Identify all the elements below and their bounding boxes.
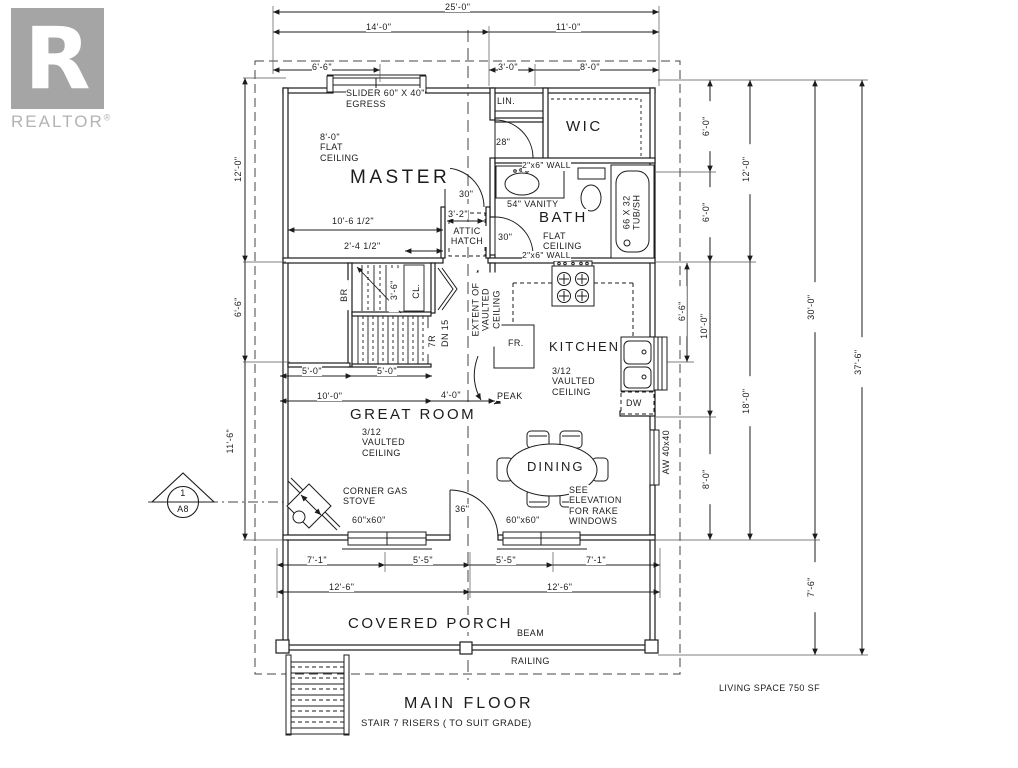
corner-gas-stove-icon: [286, 477, 341, 531]
note-wall-bath: 2"x6" WALL: [522, 250, 571, 261]
dim-master-offset: 2'-4 1/2": [344, 241, 381, 252]
dim-bottom-b: 5'-5": [413, 555, 433, 566]
dim-right-g: 30'-0": [805, 282, 817, 333]
note-corner-stove: CORNER GAS STOVE: [343, 486, 408, 507]
room-label-bath: BATH: [539, 209, 588, 227]
door-bath-label: 30": [498, 232, 513, 243]
note-window-right: 60"x60": [506, 515, 540, 526]
room-label-porch: COVERED PORCH: [348, 615, 514, 633]
room-label-kitchen: KITCHEN: [549, 339, 621, 355]
note-rake-windows: SEE ELEVATION FOR RAKE WINDOWS: [569, 485, 622, 527]
dim-nook: 3'-2": [448, 209, 468, 220]
door-patio-label: 36": [455, 504, 470, 515]
note-kitchen-ceiling: 3/12 VAULTED CEILING: [552, 366, 595, 398]
room-label-fridge: FR.: [508, 338, 524, 349]
note-peak: PEAK: [497, 391, 523, 402]
note-bath-ceiling: FLAT CEILING: [543, 231, 582, 252]
dim-bottom-a: 7'-1": [307, 555, 327, 566]
dimension-lines: [242, 9, 865, 655]
dim-top-c: 8'-0": [580, 62, 600, 73]
dim-bottom-c: 5'-5": [496, 555, 516, 566]
realtor-logo-text: REALTOR®: [11, 112, 113, 131]
kitchen-fixtures: [493, 260, 655, 415]
doors: [437, 119, 534, 539]
note-vanity: 54" VANITY: [507, 199, 559, 210]
dim-bottom-f: 12'-6": [547, 582, 573, 593]
dim-top-left: 14'-0": [366, 22, 392, 33]
dim-bottom-e: 12'-6": [329, 582, 355, 593]
dim-gr-c: 10'-0": [317, 391, 343, 402]
title-main-floor: MAIN FLOOR: [404, 695, 534, 714]
note-tub: 66 X 32 TUB/SH: [621, 190, 643, 235]
section-marker-number: 1: [180, 488, 186, 498]
toilet-tank-icon: [577, 167, 606, 180]
note-attic-hatch: ATTIC HATCH: [447, 226, 487, 247]
section-marker-sheet: A8: [177, 504, 189, 514]
note-window-left: 60"x60": [352, 515, 386, 526]
dim-right-f: 18'-0": [740, 376, 752, 427]
note-stair-risers: STAIR 7 RISERS ( TO SUIT GRADE): [361, 718, 532, 730]
dim-bottom-d: 7'-1": [586, 555, 606, 566]
room-label-great-room: GREAT ROOM: [350, 406, 477, 424]
room-label-br: BR: [338, 280, 350, 311]
door-master-label: 30": [459, 189, 474, 200]
dim-right-a: 6'-0": [700, 101, 712, 152]
door-wic-label: 28": [496, 137, 511, 148]
dim-gr-a: 5'-0": [302, 366, 322, 377]
wic-shelving: [551, 98, 642, 157]
dim-gr-d: 4'-0": [441, 390, 461, 401]
dim-right-j: 6'-6": [676, 286, 688, 337]
dim-left-a: 12'-0": [232, 144, 244, 195]
room-label-closet: CL.: [410, 276, 422, 307]
dim-left-b: 6'-6": [232, 282, 244, 333]
toilet-bowl-icon: [580, 184, 602, 212]
counter-outline: [512, 282, 634, 337]
vanity-sink-icon: [504, 172, 540, 196]
room-label-dining: DINING: [527, 459, 585, 475]
exterior-stair: [285, 654, 350, 736]
dim-top-total: 25'-0": [445, 2, 471, 13]
room-label-master: MASTER: [350, 167, 451, 189]
note-slider: SLIDER 60" X 40": [346, 88, 425, 99]
note-railing: RAILING: [511, 656, 550, 667]
room-label-dishwasher: DW: [626, 398, 642, 409]
dim-top-a: 6'-6": [312, 62, 332, 73]
realtor-logo: R REALTOR®: [11, 8, 112, 132]
note-extent-vaulted: EXTENT OF VAULTED CEILING: [470, 272, 502, 347]
dim-stair: 3'-6": [388, 268, 400, 313]
note-risers: 7R: [426, 328, 438, 355]
note-egress: EGRESS: [346, 99, 386, 110]
note-living-space: LIVING SPACE 750 SF: [719, 683, 820, 694]
note-master-ceiling: 8'-0" FLAT CEILING: [320, 132, 359, 164]
dim-right-i: 37'-6": [852, 337, 864, 388]
room-label-wic: WIC: [566, 118, 603, 136]
room-label-linen: LIN.: [497, 96, 516, 107]
dim-top-b: 3'-0": [498, 62, 518, 73]
extension-lines: [243, 6, 868, 656]
note-down: DN 15: [439, 313, 451, 354]
realtor-logo-r-icon: R: [11, 8, 104, 109]
dim-master-width: 10'-6 1/2": [332, 216, 374, 227]
dim-right-b: 6'-0": [700, 187, 712, 238]
dim-right-h: 7'-6": [805, 562, 817, 613]
dim-top-right: 11'-0": [556, 22, 581, 33]
dim-gr-b: 5'-0": [377, 366, 397, 377]
note-beam: BEAM: [517, 628, 545, 639]
note-great-ceiling: 3/12 VAULTED CEILING: [362, 427, 405, 459]
dim-right-d: 8'-0": [700, 454, 712, 505]
dim-right-c: 10'-0": [698, 301, 710, 352]
note-wall-wic: 2"x6" WALL: [522, 160, 571, 171]
dim-right-e: 12'-0": [740, 144, 752, 195]
note-awning-window: AW 40x40: [660, 420, 672, 485]
dim-left-c: 11'-6": [224, 416, 236, 467]
section-marker: [150, 472, 216, 519]
